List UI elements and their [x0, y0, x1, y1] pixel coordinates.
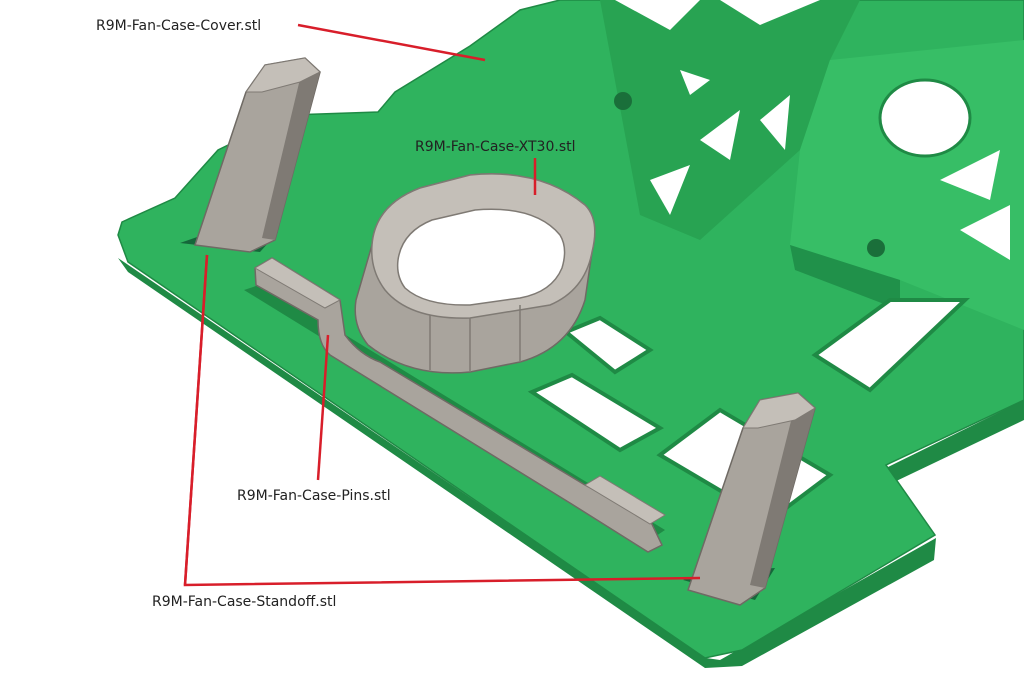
- label-pins: R9M-Fan-Case-Pins.stl: [237, 488, 391, 504]
- pins-part: [254, 257, 666, 553]
- xt30-holder: [354, 173, 596, 374]
- pins-top: [254, 257, 342, 309]
- round-hole: [878, 78, 972, 158]
- slot-1: [562, 315, 654, 375]
- leader-cover: [297, 23, 486, 62]
- screw-hole-2: [867, 239, 885, 257]
- plate-side-right: [886, 400, 1024, 484]
- leader-lines: [183, 23, 701, 587]
- standoff-right: [687, 392, 816, 606]
- back-frame: [600, 0, 1024, 330]
- screw-hole-1: [614, 92, 632, 110]
- label-cover: R9M-Fan-Case-Cover.stl: [96, 18, 261, 34]
- slot-2: [527, 372, 665, 453]
- slot-4: [811, 298, 971, 393]
- label-xt30: R9M-Fan-Case-XT30.stl: [415, 139, 576, 155]
- standoff-left: [193, 57, 321, 253]
- pins-bar: [254, 257, 663, 553]
- xt30-opening: [396, 208, 566, 306]
- label-standoff: R9M-Fan-Case-Standoff.stl: [152, 594, 336, 610]
- leader-pins: [316, 334, 330, 481]
- pins-end: [584, 475, 666, 525]
